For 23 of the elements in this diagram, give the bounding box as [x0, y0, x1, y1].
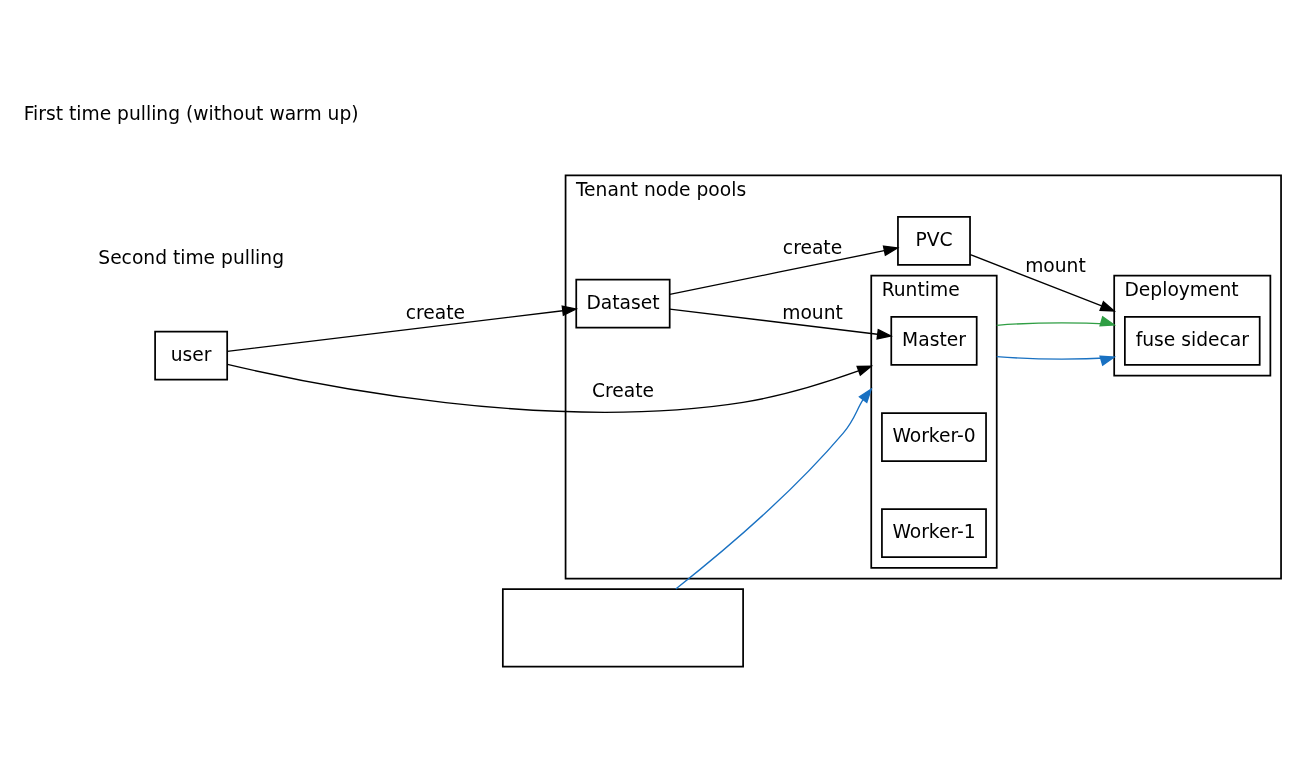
arrow	[226, 363, 874, 413]
arrow	[996, 355, 1117, 367]
edge-label: create	[782, 237, 843, 259]
node-box	[501, 588, 744, 668]
node-box: Worker-0	[881, 412, 987, 462]
arrow	[226, 305, 579, 353]
legend-label: Second time pulling	[98, 247, 284, 269]
node-box: user	[154, 330, 229, 381]
node-box: Dataset	[575, 278, 671, 329]
edge-label: mount	[1025, 254, 1086, 276]
node-box: fuse sidecar	[1124, 316, 1261, 366]
edge-label: create	[405, 301, 466, 323]
arrow	[669, 245, 900, 295]
arrow	[969, 253, 1117, 312]
node-box: PVC	[897, 215, 971, 266]
arrow	[669, 308, 893, 340]
arrow	[675, 387, 873, 590]
node-box: Master	[890, 316, 978, 366]
legend-label: First time pulling (without warm up)	[23, 103, 359, 125]
edge-label: Create	[591, 380, 654, 402]
arrow	[996, 315, 1117, 327]
edge-label: mount	[782, 301, 843, 323]
node-box: Worker-1	[881, 508, 987, 559]
